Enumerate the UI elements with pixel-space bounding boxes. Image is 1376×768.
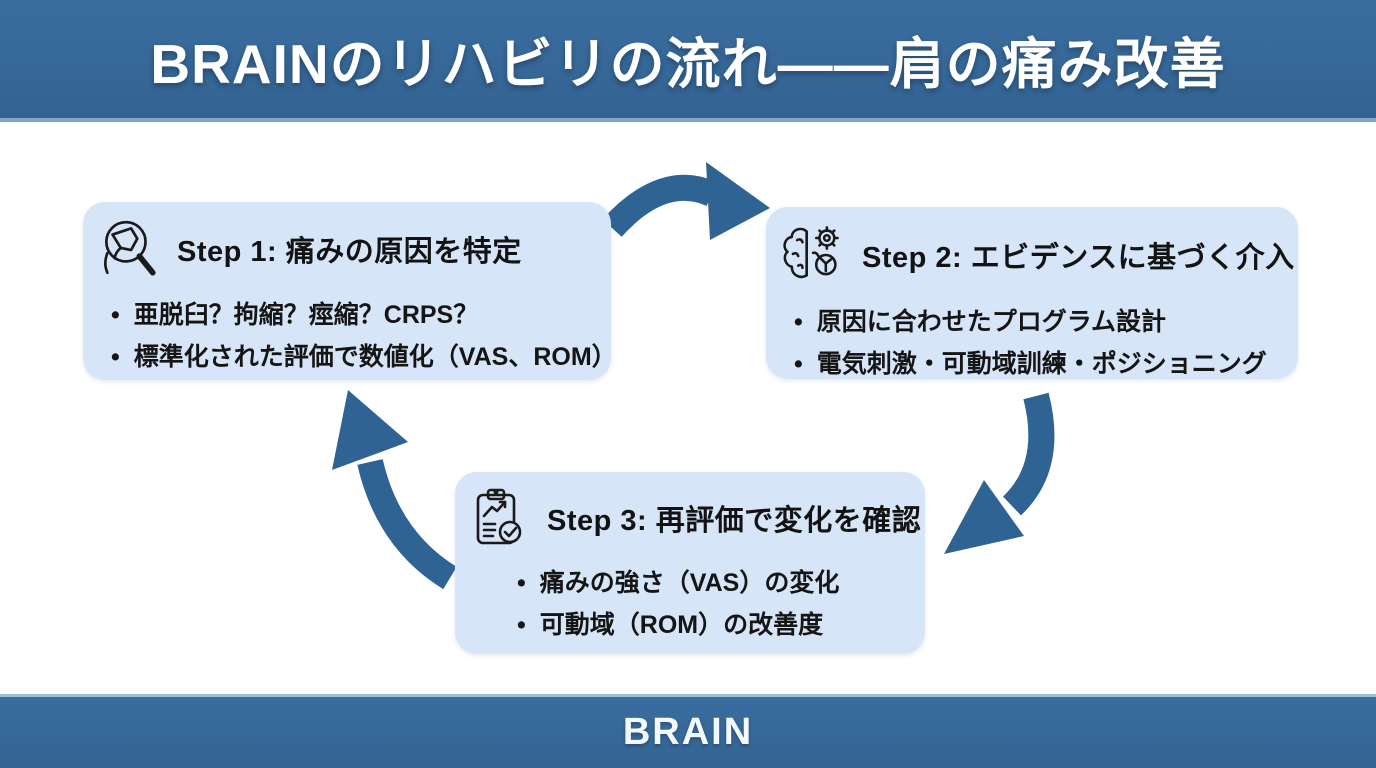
page-title: BRAINのリハビリの流れ——肩の痛み改善 — [150, 33, 1226, 95]
step2-bullet: 原因に合わせたプログラム設計 — [794, 301, 1278, 343]
brain-gear-icon — [778, 221, 846, 289]
step3-bullet-list: 痛みの強さ（VAS）の変化 可動域（ROM）の改善度 — [455, 562, 925, 646]
step1-bullet: 標準化された評価で数値化（VAS、ROM） — [111, 336, 617, 378]
header-banner: BRAINのリハビリの流れ——肩の痛み改善 — [0, 0, 1376, 122]
arrow-step2-to-step3-icon — [928, 386, 1108, 572]
step3-bullet: 痛みの強さ（VAS）の変化 — [517, 562, 905, 604]
footer-banner: BRAIN — [0, 694, 1376, 768]
magnifier-shoulder-icon — [95, 216, 161, 282]
step1-card: Step 1: 痛みの原因を特定 亜脱臼？拘縮？痙縮？CRPS？ 標準化された評… — [83, 202, 617, 380]
step2-title: Step 2: エビデンスに基づく介入 — [862, 242, 1295, 274]
arrow-step3-to-step1-icon — [326, 384, 466, 590]
step3-title: Step 3: 再評価で変化を確認 — [547, 505, 922, 537]
step1-bullet-list: 亜脱臼？拘縮？痙縮？CRPS？ 標準化された評価で数値化（VAS、ROM） — [83, 294, 617, 378]
step2-bullet-list: 原因に合わせたプログラム設計 電気刺激・可動域訓練・ポジショニング — [766, 301, 1298, 385]
step3-card: Step 3: 再評価で変化を確認 痛みの強さ（VAS）の変化 可動域（ROM）… — [455, 472, 925, 654]
clipboard-check-icon — [467, 486, 531, 550]
step1-title: Step 1: 痛みの原因を特定 — [177, 236, 522, 268]
brand-logo-text: BRAIN — [622, 711, 754, 753]
step1-bullet: 亜脱臼？拘縮？痙縮？CRPS？ — [111, 294, 591, 336]
step3-bullet: 可動域（ROM）の改善度 — [517, 604, 905, 646]
step2-bullet: 電気刺激・可動域訓練・ポジショニング — [794, 343, 1278, 385]
arrow-step1-to-step2-icon — [600, 146, 775, 264]
step2-card: Step 2: エビデンスに基づく介入 原因に合わせたプログラム設計 電気刺激・… — [766, 207, 1298, 379]
